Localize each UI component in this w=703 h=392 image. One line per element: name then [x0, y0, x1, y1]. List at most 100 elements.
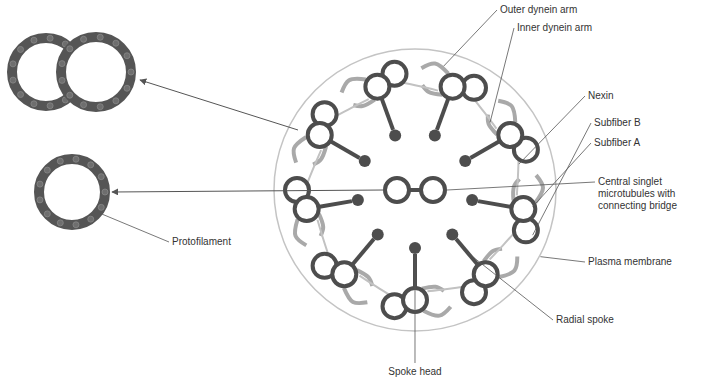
radial-spoke [456, 239, 477, 264]
part-label: Protofilament [172, 236, 231, 248]
protofilament [73, 156, 79, 162]
radial-spoke [331, 142, 360, 159]
part-label: Subfiber B [594, 117, 641, 129]
leader-line [533, 123, 591, 235]
part-label: Inner dynein arm [517, 22, 592, 34]
part-label: Central singlet microtubules with connec… [598, 176, 698, 212]
outer-dynein-arm [535, 175, 543, 203]
outer-dynein-arm [342, 79, 366, 93]
protofilament [44, 167, 50, 173]
part-label: Radial spoke [556, 314, 614, 326]
outer-dynein-arm [294, 137, 307, 163]
subfiber-a [365, 75, 389, 99]
protofilament [67, 46, 73, 52]
spoke-head [372, 228, 384, 240]
protofilament [37, 197, 43, 203]
magnified-singlet [37, 156, 108, 228]
protofilament [73, 222, 79, 228]
leader-line [414, 256, 415, 363]
central-singlet [421, 178, 445, 202]
radial-spoke [470, 142, 499, 159]
subfiber-a [332, 262, 356, 286]
spoke-head [429, 129, 441, 141]
protofilament [31, 37, 37, 43]
subfiber-a [295, 197, 319, 221]
spoke-head [446, 228, 458, 240]
protofilament [18, 92, 24, 98]
outer-dynein-arm [344, 288, 367, 303]
radial-spoke [382, 99, 393, 130]
protofilament [31, 101, 37, 107]
radial-spoke [478, 201, 510, 207]
spoke-head [359, 155, 371, 167]
spoke-head [459, 155, 471, 167]
subfiber-a [308, 123, 332, 147]
leader-line [540, 257, 585, 262]
leader-line [533, 143, 591, 207]
radial-spoke [319, 201, 351, 207]
leader-line [444, 10, 497, 66]
protofilament [113, 40, 119, 46]
outer-dynein-arm [295, 219, 306, 245]
protofilament [10, 61, 16, 67]
leader-line [447, 182, 595, 190]
subfiber-a [498, 123, 522, 147]
subfiber-a [511, 197, 535, 221]
protofilament [113, 98, 119, 104]
outer-dynein-arm [423, 307, 450, 316]
nexin-link [517, 156, 519, 195]
nexin-link [334, 99, 369, 117]
leader-line [97, 212, 169, 242]
part-label: Subfiber A [594, 137, 640, 149]
protofilament [81, 102, 87, 108]
protofilament [88, 162, 94, 168]
protofilament [57, 220, 63, 226]
protofilament [97, 34, 103, 40]
part-label: Plasma membrane [588, 256, 672, 268]
protofilament [128, 69, 134, 75]
protofilament [98, 174, 104, 180]
nexin-link [317, 220, 329, 257]
protofilament [47, 103, 53, 109]
nexin-link [400, 82, 438, 91]
protofilament [97, 104, 103, 110]
protofilament [37, 181, 43, 187]
protofilament [57, 158, 63, 164]
tubule-wall [39, 159, 105, 225]
spoke-head [352, 194, 364, 206]
protofilament [18, 46, 24, 52]
leader-line [490, 28, 514, 122]
pointer-arrow [112, 190, 384, 192]
protofilament [59, 61, 65, 67]
part-label: Nexin [588, 90, 614, 102]
spoke-head [466, 194, 478, 206]
protofilament [47, 35, 53, 41]
protofilament [10, 77, 16, 83]
nexin-link [306, 150, 321, 186]
magnified-subfiber-a [59, 34, 134, 109]
radial-spoke [437, 99, 448, 130]
part-label: Outer dynein arm [500, 4, 577, 16]
protofilament [67, 92, 73, 98]
protofilament [124, 53, 130, 59]
protofilament [81, 36, 87, 42]
leader-line [468, 253, 553, 320]
subfiber-a [441, 75, 465, 99]
spoke-head [409, 242, 421, 254]
nexin-link [473, 98, 497, 129]
protofilament [98, 204, 104, 210]
protofilament [44, 211, 50, 217]
protofilament [102, 189, 108, 195]
spoke-head [389, 129, 401, 141]
nexin-link [359, 276, 392, 297]
protofilament [124, 85, 130, 91]
part-label: Spoke head [388, 366, 441, 378]
central-singlet [385, 178, 409, 202]
tubule-wall [61, 37, 131, 107]
protofilament [59, 77, 65, 83]
radial-spoke [353, 239, 374, 264]
protofilament [88, 216, 94, 222]
nexin-link [490, 231, 516, 260]
pointer-arrow [140, 80, 298, 130]
